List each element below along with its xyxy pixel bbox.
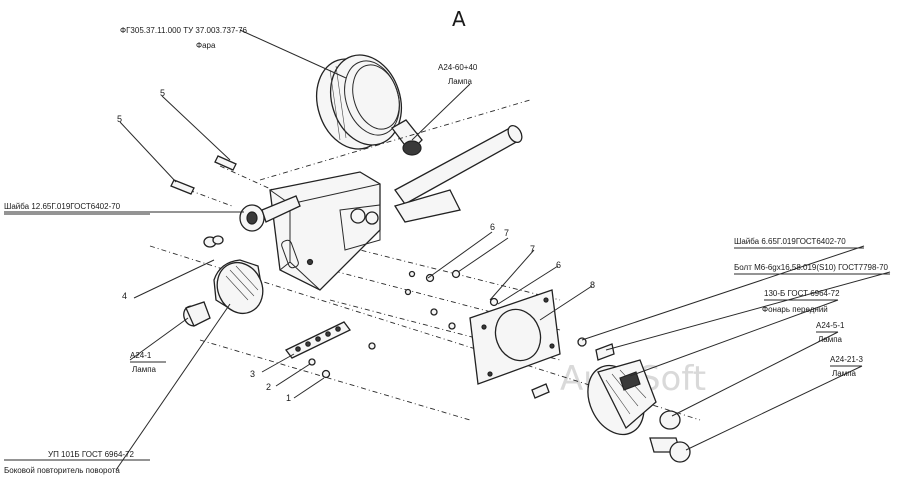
leader-lamp-left: [129, 317, 189, 361]
pin-upper: [214, 155, 237, 171]
front-lamp: [587, 359, 657, 436]
base-plate: [469, 289, 561, 385]
leader-washer-right: [581, 245, 865, 341]
leader-lamp-r1: [671, 331, 839, 417]
leader-6b: [497, 265, 559, 305]
leader-6a: [427, 231, 493, 279]
lamp-r2-code-label: А24-21-3: [830, 355, 863, 364]
pin-lower: [170, 179, 195, 195]
small-washer: [308, 358, 316, 366]
bolt-washer-assembly: [203, 195, 301, 248]
callout-6-upper: 6: [490, 222, 495, 232]
callout-4: 4: [122, 291, 127, 301]
lamp-left: [183, 301, 211, 327]
leader-2: [275, 363, 311, 387]
callout-8: 8: [590, 280, 595, 290]
lamp-r2: [649, 437, 691, 463]
leader-lamp-top: [411, 83, 471, 141]
leader-bolt-right: [605, 271, 891, 351]
repeater-name-label: Боковой повторитель поворота: [4, 466, 120, 475]
leader-7b: [489, 249, 535, 301]
small-nut: [321, 369, 331, 379]
bolt-lower: [531, 383, 550, 399]
headlight-spec-label: ФГ305.37.11.000 ТУ 37.003.737-76: [120, 26, 248, 35]
screw-head: [368, 342, 376, 350]
leader-3: [261, 353, 295, 373]
leader-headlight: [239, 29, 347, 79]
leader-lamp-r2: [685, 365, 863, 451]
callout-3: 3: [250, 369, 255, 379]
leader-5b: [119, 121, 177, 183]
lamp-top-name-label: Лампа: [448, 77, 473, 86]
callout-1: 1: [286, 393, 291, 403]
lamp-left-name-label: Лампа: [132, 365, 157, 374]
washer-right-label: Шайба 6.65Г.019ГОСТ6402-70: [734, 237, 846, 246]
leader-8: [539, 285, 593, 321]
leader-front-lamp: [629, 299, 839, 377]
headlight-lamp: [391, 119, 423, 156]
lamp-r1: [659, 410, 681, 430]
headlight: [316, 54, 402, 150]
callout-7-upper: 7: [504, 228, 509, 238]
bolt-right-label: Болт М6-6gх16.58.019(S10) ГОСТ7798-70: [734, 263, 889, 272]
support-bar: [393, 124, 523, 223]
washer-right: [577, 337, 587, 347]
leader-repeater: [115, 303, 231, 471]
mounting-bracket: [269, 171, 381, 291]
lamp-r1-name-label: Лампа: [818, 335, 843, 344]
lamp-r2-name-label: Лампа: [832, 369, 857, 378]
leader-1: [293, 377, 325, 399]
callout-6-lower: 6: [556, 260, 561, 270]
bolt-right: [595, 343, 615, 361]
terminal-block: [285, 321, 351, 359]
lamp-left-code-label: А24-1: [130, 351, 152, 360]
front-lamp-name-label: Фонарь передний: [762, 305, 828, 314]
callout-2: 2: [266, 382, 271, 392]
leader-4: [133, 259, 215, 299]
callout-5-lower: 5: [117, 114, 122, 124]
repeater-spec-label: УП 101Б ГОСТ 6964-72: [48, 450, 135, 459]
callout-7-lower: 7: [530, 244, 535, 254]
leader-7a: [457, 237, 509, 273]
front-lamp-spec-label: 130-Б ГОСТ 6964-72: [764, 289, 840, 298]
view-letter: A: [452, 7, 466, 31]
fasteners-mid: [404, 269, 499, 330]
lamp-r1-code-label: А24-5-1: [816, 321, 845, 330]
leader-5a: [161, 95, 231, 161]
callout-5-upper: 5: [160, 88, 165, 98]
washer-left-label: Шайба 12.65Г.019ГОСТ6402-70: [4, 202, 121, 211]
headlight-name-label: Фара: [196, 41, 216, 50]
lamp-top-code-label: А24-60+40: [438, 63, 478, 72]
side-turn-repeater: [213, 259, 264, 314]
